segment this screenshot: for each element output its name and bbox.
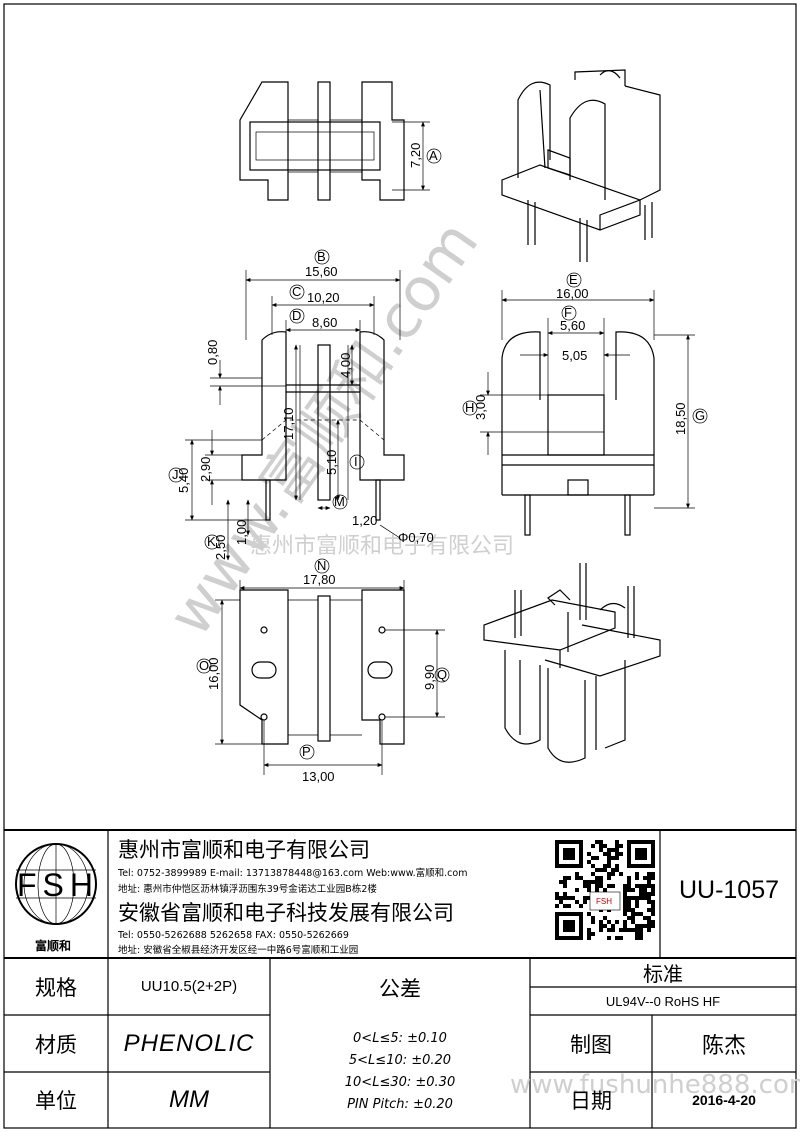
drawn-label: 制图: [570, 1032, 612, 1057]
dim-j-letter: J: [172, 467, 179, 482]
qr-label: FSH: [596, 897, 612, 906]
view-side: E 16,00 F 5,60 5,05 18,50 G 3,00 H: [462, 272, 708, 536]
tolerance-line-3: 10<L≤30: ±0.30: [344, 1074, 456, 1090]
material-label: 材质: [35, 1032, 77, 1057]
dim-d-letter: D: [292, 308, 301, 323]
dim-e-letter: E: [569, 272, 578, 287]
unit-label: 单位: [35, 1089, 77, 1113]
dim-o-value: 16,00: [206, 657, 221, 690]
dim-q-letter: Q: [437, 667, 447, 682]
logo-name: 富顺和: [35, 938, 71, 953]
watermark-site: www.fushunhe888.com: [510, 1070, 800, 1100]
spec-value: UU10.5(2+2P): [140, 978, 238, 995]
company-contact-1: Tel: 0752-3899989 E-mail: 13713878448@16…: [118, 868, 468, 879]
date-value: 2016-4-20: [692, 1092, 756, 1108]
dim-g-value: 18,50: [673, 402, 688, 435]
company-name-2: 安徽省富顺和电子科技发展有限公司: [118, 901, 454, 925]
dim-b-letter: B: [317, 249, 326, 264]
spec-label: 规格: [35, 975, 77, 1000]
qr-code: [555, 840, 655, 940]
company-contact-2: Tel: 0550-5262688 5262658 FAX: 0550-5262…: [118, 929, 349, 941]
dim-4-00: 4,00: [338, 353, 353, 378]
dim-f-value: 5,60: [560, 318, 585, 333]
dim-a-value: 7,20: [408, 143, 423, 168]
dim-m-value: 1,20: [352, 513, 377, 528]
logo-letters: FSH: [17, 867, 99, 903]
view-front: B 15,60 C 10,20 D 8,60 0,80 4,00 17,10 5…: [168, 249, 434, 561]
view-top-left: 7,20 A: [239, 81, 442, 201]
dim-5-05: 5,05: [562, 348, 587, 363]
dim-phi-0-70: Φ0,70: [398, 530, 434, 545]
company-name-1: 惠州市富顺和电子有限公司: [118, 838, 370, 862]
dim-n-letter: N: [317, 558, 326, 573]
dim-k-value: 2,50: [213, 535, 228, 560]
part-number: UU-1057: [678, 875, 780, 904]
dim-q-value: 9,90: [422, 665, 437, 690]
view-isometric-top: [501, 69, 661, 262]
dim-i-letter: I: [354, 454, 358, 469]
dim-2-90: 2,90: [198, 457, 213, 482]
tolerance-line-1: 0<L≤5: ±0.10: [353, 1030, 447, 1046]
dim-17-10: 17,10: [281, 407, 296, 440]
tolerance-line-4: PIN Pitch: ±0.20: [347, 1096, 453, 1112]
dim-i-value: 5,10: [324, 450, 339, 475]
dim-k-letter: K: [207, 534, 216, 549]
title-block-lines: [4, 829, 796, 1128]
dim-c-value: 10,20: [307, 290, 340, 305]
view-bottom: N 17,80 16,00 O 9,90 Q P 13,00: [196, 558, 450, 784]
dim-f-letter: F: [564, 305, 572, 320]
watermark-company: 惠州市富顺和电子有限公司: [250, 534, 514, 559]
unit-value: MM: [169, 1086, 209, 1113]
dim-1-00: 1,00: [234, 520, 249, 545]
drawn-value: 陈杰: [701, 1033, 746, 1059]
standard-value: UL94V--0 RoHS HF: [605, 993, 721, 1009]
dim-n-value: 17,80: [303, 572, 336, 587]
dim-d-value: 8,60: [312, 315, 337, 330]
dim-m-letter: M: [334, 494, 345, 509]
dim-0-80: 0,80: [205, 340, 220, 365]
company-address-1: 地址: 惠州市仲恺区沥林镇浮沥围东39号金诺达工业园B栋2楼: [118, 884, 377, 895]
standard-label: 标准: [643, 962, 683, 986]
dim-g-letter: G: [695, 408, 705, 423]
dim-a-letter: A: [429, 148, 438, 163]
view-isometric-bottom: [483, 563, 661, 763]
qr-center-badge: [589, 891, 621, 911]
dim-c-letter: C: [292, 284, 301, 299]
dim-h-letter: H: [465, 400, 474, 415]
fsh-logo: FSH 富顺和: [15, 843, 99, 953]
dim-p-value: 13,00: [302, 769, 335, 784]
drawing-border: [3, 3, 797, 1129]
company-address-2: 地址: 安徽省全椒县经济开发区经一中路6号富顺和工业园: [118, 945, 359, 956]
dim-e-value: 16,00: [556, 286, 589, 301]
dim-o-letter: O: [199, 658, 209, 673]
dim-p-letter: P: [302, 744, 311, 759]
dim-h-value: 3,00: [473, 395, 488, 420]
dim-j-value: 5,40: [176, 468, 191, 493]
date-label: 日期: [570, 1089, 612, 1113]
material-value: PHENOLIC: [123, 1029, 255, 1057]
tolerance-label: 公差: [379, 976, 421, 1001]
dim-b-value: 15,60: [305, 264, 338, 279]
tolerance-line-2: 5<L≤10: ±0.20: [348, 1052, 452, 1068]
